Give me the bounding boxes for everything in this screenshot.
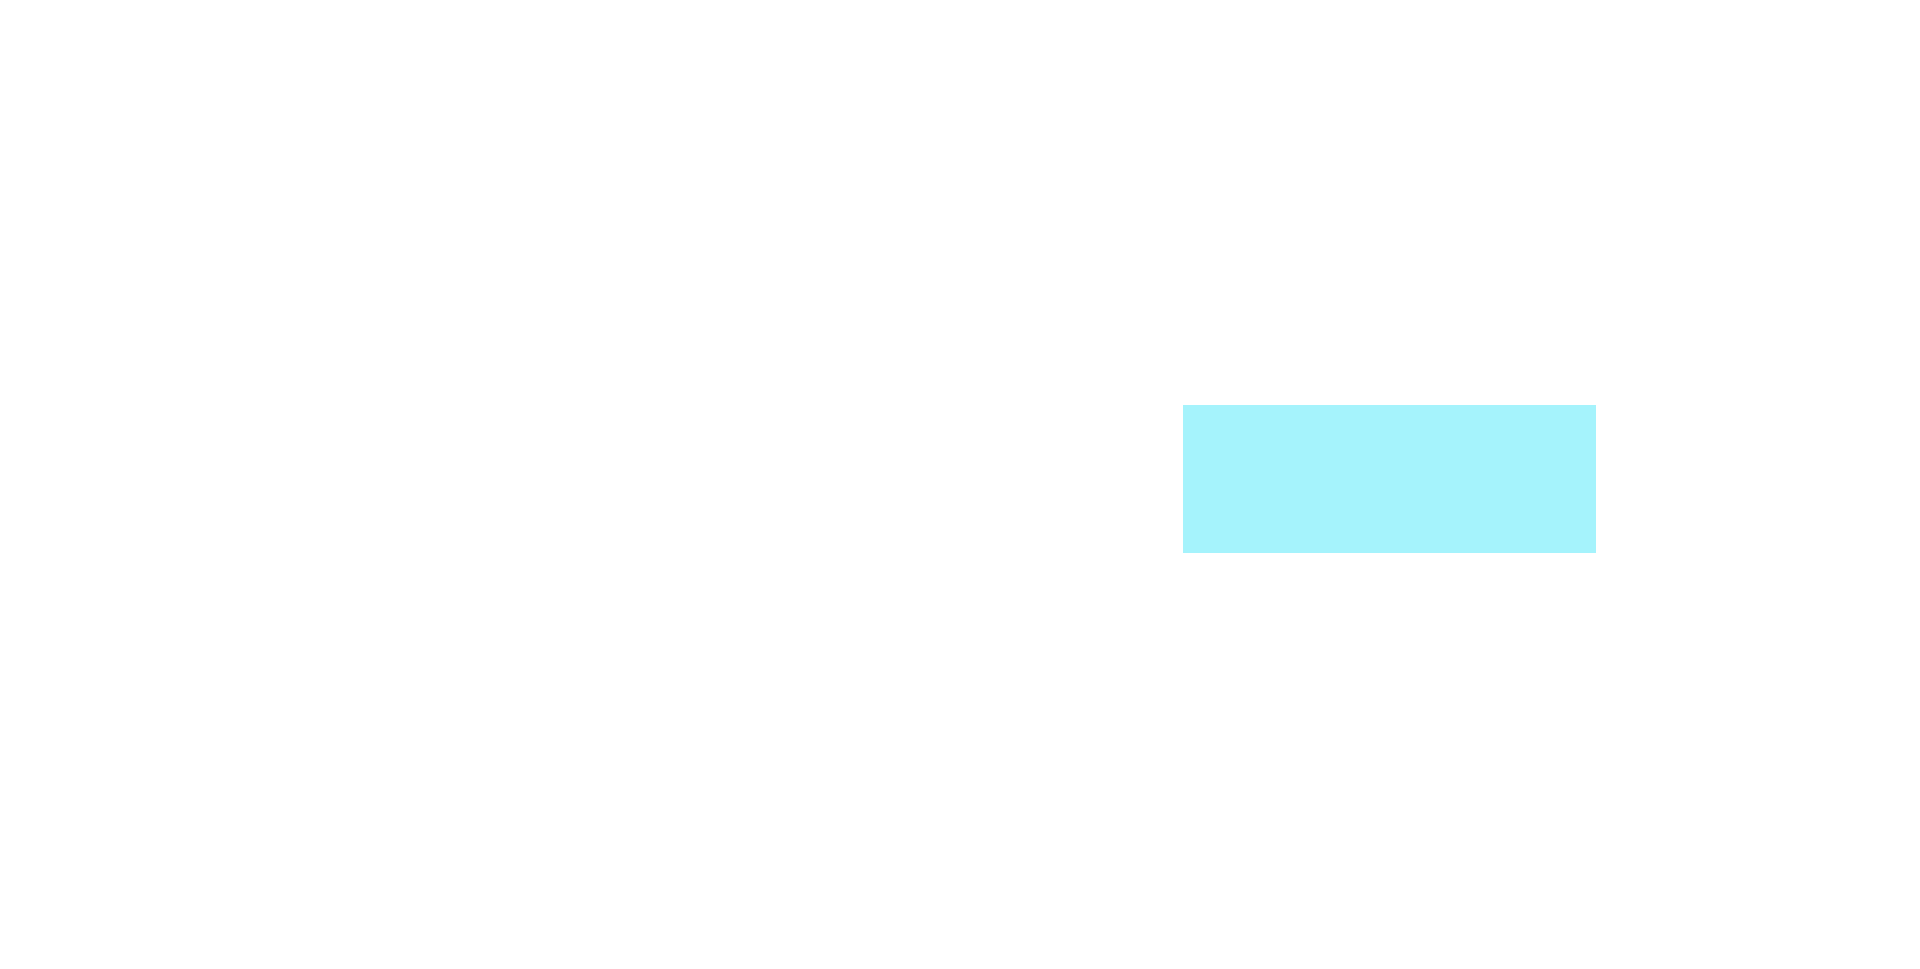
cyan-rectangle	[1183, 405, 1596, 553]
